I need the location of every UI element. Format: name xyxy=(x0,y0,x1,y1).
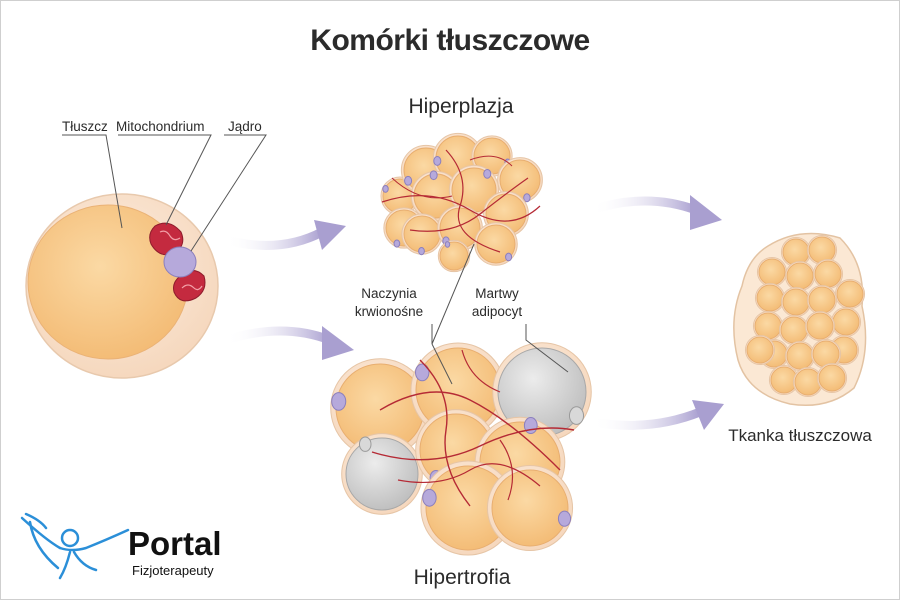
label-adipose-tissue: Tkanka tłuszczowa xyxy=(728,426,872,445)
fat-cell xyxy=(474,222,518,266)
arrow-to-hyperplasia xyxy=(221,220,346,250)
nucleus-icon xyxy=(523,193,531,203)
fat-cell xyxy=(816,362,848,394)
label-vessels-line2: krwionośne xyxy=(355,304,423,319)
label-nucleus: Jądro xyxy=(228,119,262,134)
fat-cell xyxy=(830,306,862,338)
hypertrophy-vessels xyxy=(371,349,575,507)
portal-logo: Portal Fizjoterapeuty xyxy=(20,512,222,580)
fat-cell xyxy=(420,460,516,556)
adipose-tissue xyxy=(733,232,867,407)
nucleus-icon xyxy=(433,156,442,166)
arrow-to-hypertrophy xyxy=(221,326,354,360)
arrow-hypertrophy-to-tissue xyxy=(587,400,724,430)
nucleus-icon xyxy=(557,510,572,527)
single-fat-cell: Tłuszcz Mitochondrium Jądro xyxy=(25,119,267,379)
fat-cell xyxy=(768,364,800,396)
fat-cell xyxy=(754,282,786,314)
fat-cell xyxy=(401,213,443,256)
diagram-title: Komórki tłuszczowe xyxy=(310,24,589,57)
nucleus-icon xyxy=(418,246,425,256)
fat-cell xyxy=(806,284,838,316)
fat-cell xyxy=(330,358,430,458)
nucleus-icon xyxy=(331,392,347,411)
nucleus-icon xyxy=(382,184,389,193)
nucleus-icon xyxy=(414,363,430,382)
logo-tagline: Fizjoterapeuty xyxy=(132,563,214,578)
fat-cell xyxy=(834,278,866,310)
label-mitochondrium: Mitochondrium xyxy=(116,119,205,134)
fat-cell xyxy=(437,239,471,273)
nucleus-icon xyxy=(393,239,401,248)
nucleus-icon xyxy=(404,175,413,186)
label-dead-line1: Martwy xyxy=(475,286,519,301)
fat-cell xyxy=(784,260,816,292)
fat-cell xyxy=(780,286,812,318)
hyperplasia-cluster xyxy=(380,132,543,273)
arrow-hyperplasia-to-tissue xyxy=(587,195,722,230)
fat-cell xyxy=(744,334,776,366)
nucleus-icon xyxy=(358,436,372,452)
fat-cell xyxy=(778,314,810,346)
label-dead-line2: adipocyt xyxy=(472,304,523,319)
heading-hyperplasia: Hiperplazja xyxy=(408,95,513,118)
nucleus-icon xyxy=(483,168,492,179)
nucleus-icon xyxy=(444,241,451,248)
fat-cell xyxy=(756,256,788,288)
hypertrophy-cluster xyxy=(330,342,592,556)
fat-cell xyxy=(812,258,844,290)
nucleus-icon xyxy=(429,170,438,181)
nucleus-icon xyxy=(422,488,437,507)
dead-adipocyte xyxy=(341,433,423,515)
nucleus-icon xyxy=(523,417,538,435)
fat-cell xyxy=(804,310,836,342)
person-logo-icon xyxy=(20,512,130,580)
tissue-cells xyxy=(744,234,866,398)
fat-cell xyxy=(780,236,812,268)
logo-name: Portal xyxy=(128,525,222,562)
nucleus-icon xyxy=(505,252,513,262)
hyperplasia-vessels xyxy=(381,149,541,253)
dead-adipocyte xyxy=(492,342,592,442)
nucleus-icon xyxy=(163,246,197,278)
label-fat: Tłuszcz xyxy=(62,119,108,134)
nucleus-icon xyxy=(568,406,585,425)
fat-cell xyxy=(784,340,816,372)
fat-cell xyxy=(806,234,838,266)
label-vessels-line1: Naczynia xyxy=(361,286,417,301)
heading-hypertrophy: Hipertrofia xyxy=(414,566,511,589)
